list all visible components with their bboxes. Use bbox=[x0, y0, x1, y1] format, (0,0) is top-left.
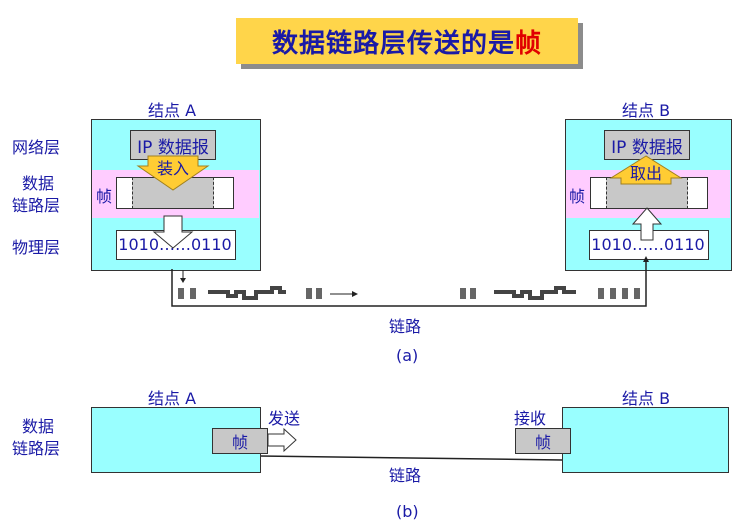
frame-a-b: 帧 bbox=[212, 428, 268, 454]
physical-layer-label: 物理层 bbox=[12, 238, 61, 257]
encapsulate-arrow bbox=[136, 155, 210, 191]
send-arrow bbox=[267, 427, 297, 453]
datalink-layer-label-1: 数据 bbox=[22, 174, 55, 193]
bit-signal-left bbox=[178, 288, 322, 299]
caption-a: (a) bbox=[396, 346, 419, 365]
node-b-frame-label: 帧 bbox=[569, 187, 586, 206]
send-label: 发送 bbox=[268, 409, 301, 428]
link-label-a: 链路 bbox=[389, 317, 422, 336]
node-b-box-b bbox=[562, 407, 729, 473]
node-a-down-arrow bbox=[152, 215, 194, 249]
node-a-ip-datagram: IP 数据报 bbox=[130, 130, 216, 160]
extract-label: 取出 bbox=[629, 164, 662, 183]
link-line-b bbox=[259, 455, 563, 461]
node-b-label-b: 结点 B bbox=[622, 389, 671, 408]
datalink-layer-label-2: 链路层 bbox=[12, 196, 61, 215]
node-b-up-arrow bbox=[631, 207, 663, 241]
link-line-a bbox=[171, 258, 647, 307]
title-text: 数据链路层传送的是 bbox=[271, 28, 515, 59]
waveform-left bbox=[208, 286, 286, 300]
network-layer-label: 网络层 bbox=[12, 138, 61, 157]
node-b-label: 结点 B bbox=[622, 101, 671, 120]
node-a-frame-label: 帧 bbox=[96, 187, 113, 206]
waveform-right bbox=[494, 286, 576, 300]
caption-b: (b) bbox=[396, 502, 419, 521]
extract-arrow bbox=[609, 155, 683, 185]
page-title: 数据链路层传送的是帧 bbox=[236, 18, 578, 64]
datalink-label-b-1: 数据 bbox=[22, 417, 55, 436]
encapsulate-label: 装入 bbox=[156, 159, 189, 178]
receive-label: 接收 bbox=[514, 409, 547, 428]
datalink-label-b-2: 链路层 bbox=[12, 439, 61, 458]
frame-b-b: 帧 bbox=[515, 428, 571, 454]
node-a-label: 结点 A bbox=[148, 101, 197, 120]
title-highlight: 帧 bbox=[515, 28, 543, 59]
node-b-bits: 1010……0110 bbox=[591, 234, 705, 254]
bit-signal-right bbox=[460, 288, 640, 299]
node-a-label-b: 结点 A bbox=[148, 389, 197, 408]
link-label-b: 链路 bbox=[389, 466, 422, 485]
